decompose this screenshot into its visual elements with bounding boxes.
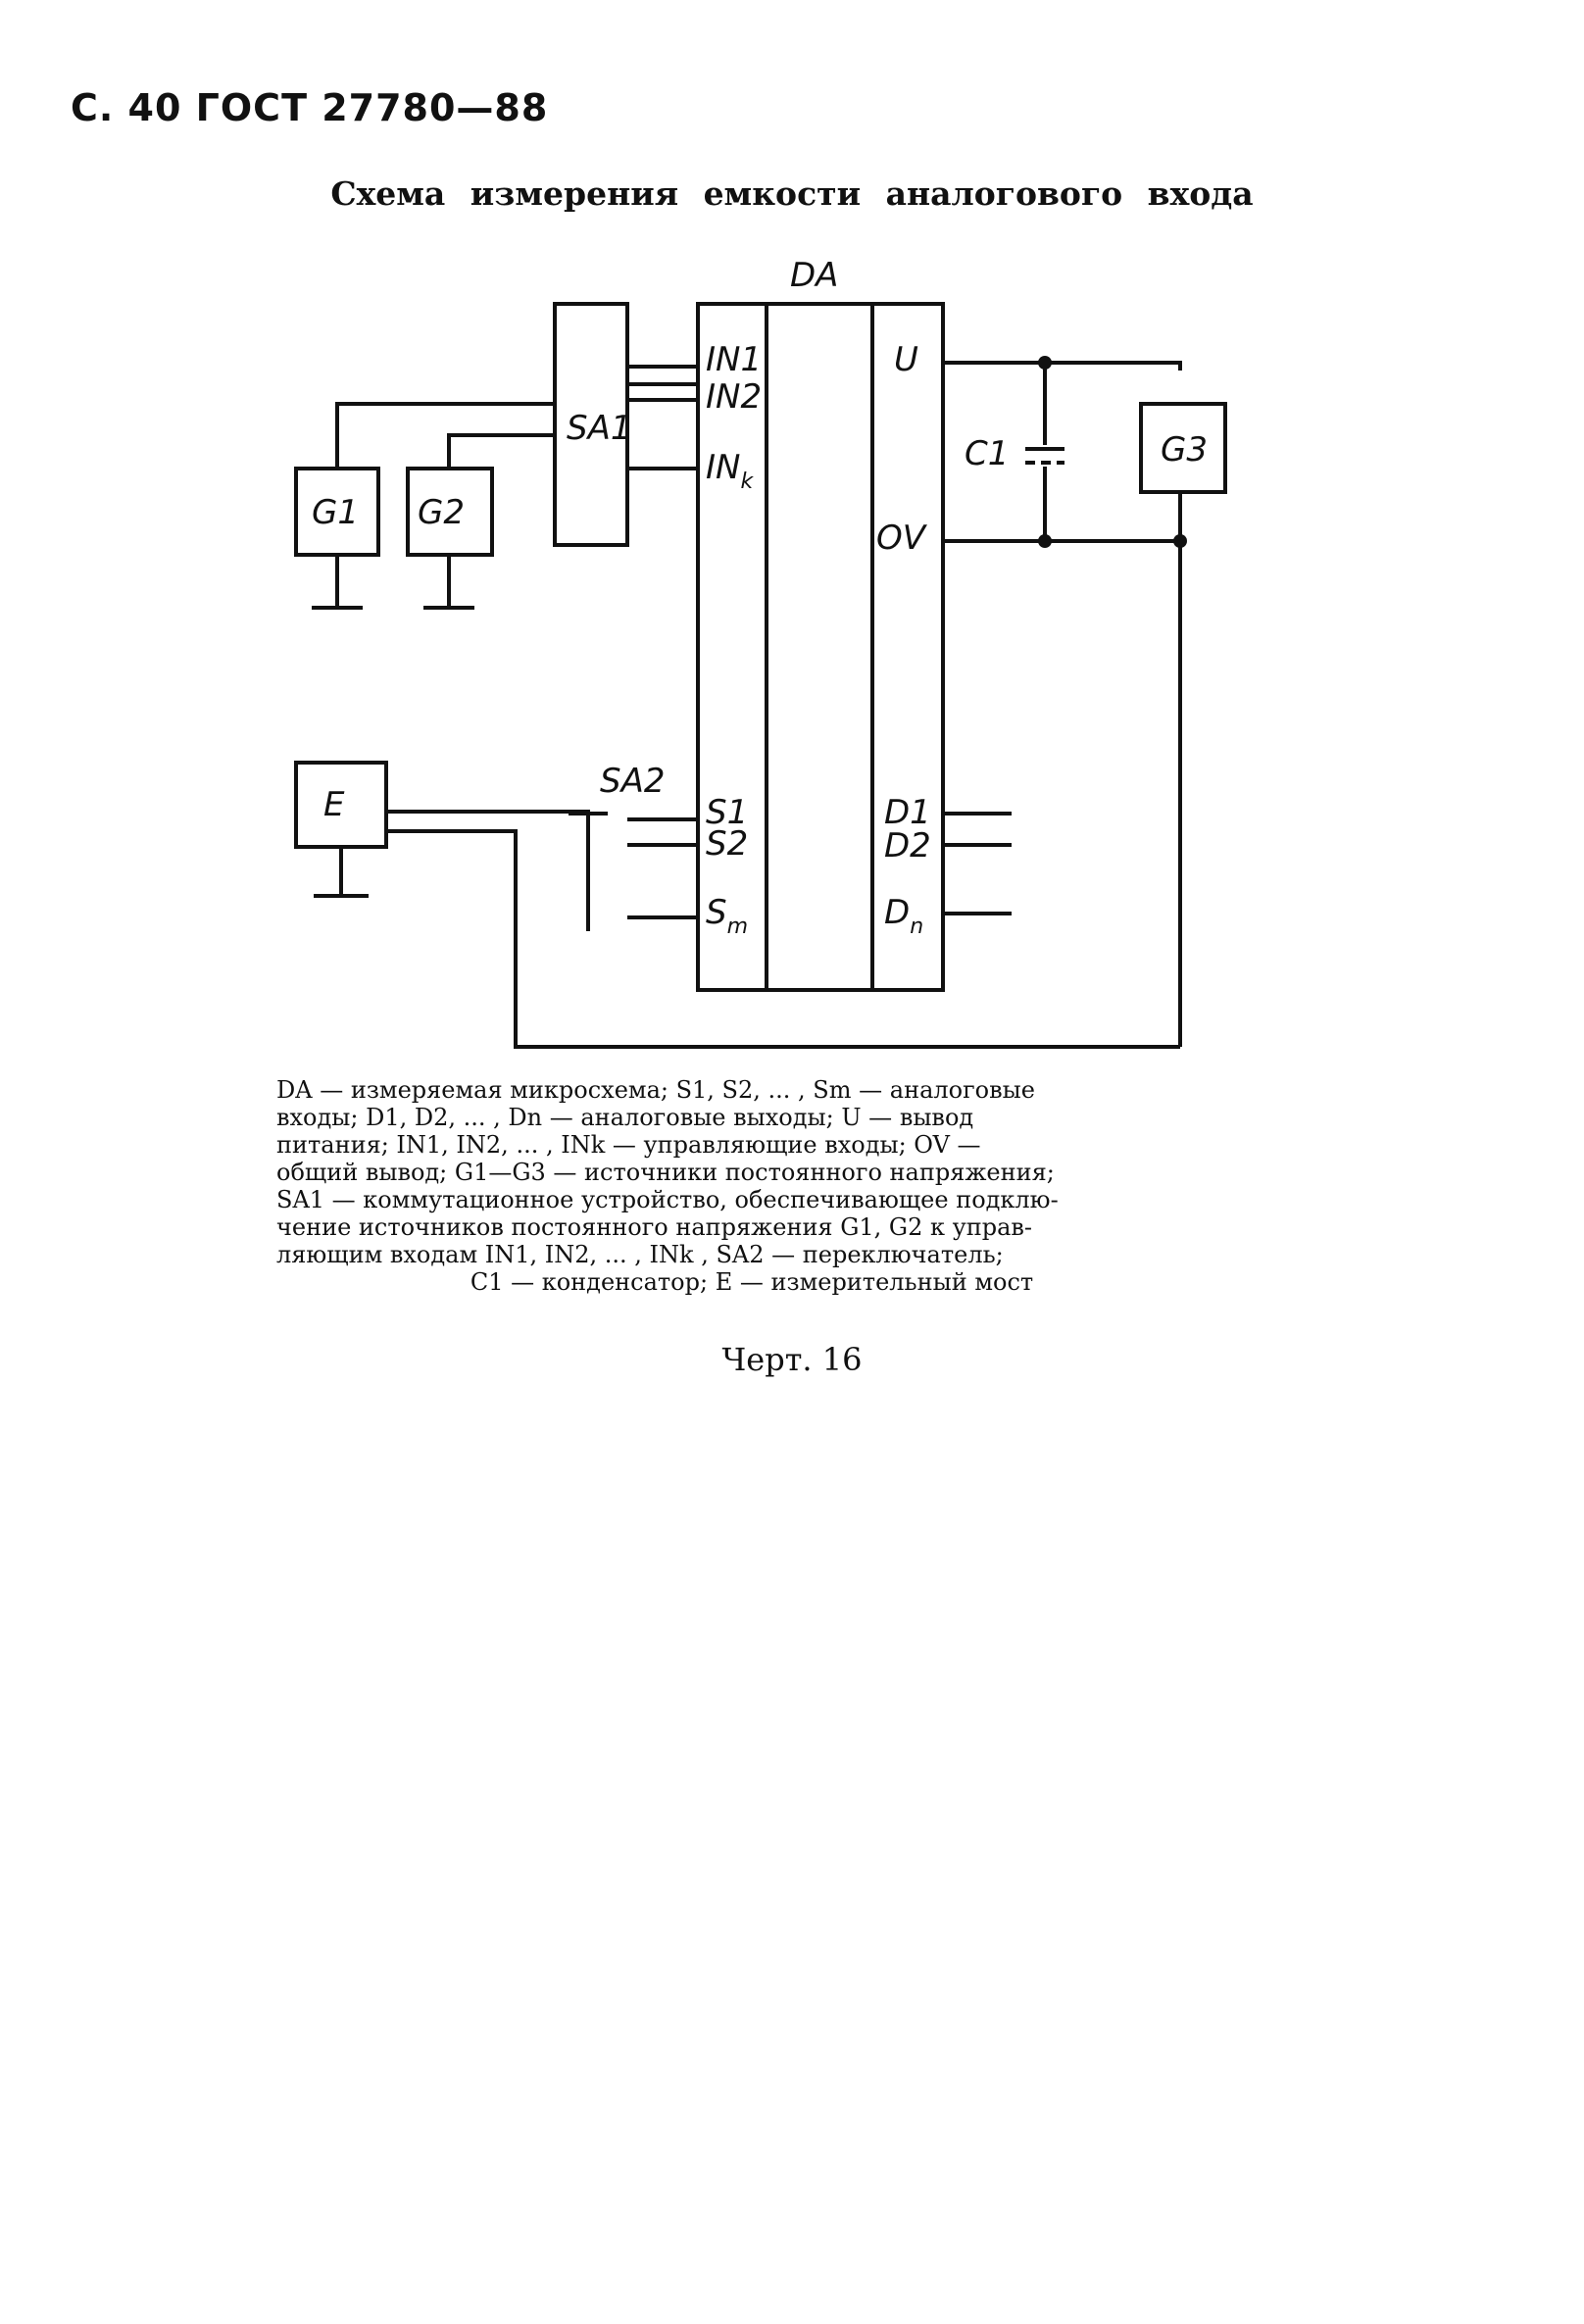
legend-line: чение источников постоянного напряжения … <box>276 1213 1033 1241</box>
label-ink: INk <box>706 448 754 494</box>
label-g2: G2 <box>418 493 465 532</box>
label-in1: IN1 <box>706 340 762 379</box>
label-d2: D2 <box>884 826 931 865</box>
label-g3: G3 <box>1161 430 1208 470</box>
label-da: DA <box>790 256 838 295</box>
label-u: U <box>894 340 918 379</box>
legend-line: входы; D1, D2, ... , Dn — аналоговые вых… <box>276 1104 974 1131</box>
label-sa2: SA2 <box>600 762 665 801</box>
label-sa1: SA1 <box>567 409 631 448</box>
label-c1: C1 <box>965 434 1009 473</box>
label-ov: OV <box>876 519 928 558</box>
legend-line: C1 — конденсатор; E — измерительный мост <box>470 1268 1034 1296</box>
label-s2: S2 <box>706 824 748 864</box>
label-e: E <box>323 785 345 824</box>
label-s1: S1 <box>706 793 748 832</box>
legend-line: SA1 — коммутационное устройство, обеспеч… <box>276 1186 1059 1213</box>
legend-line: DA — измеряемая микросхема; S1, S2, ... … <box>276 1076 1035 1104</box>
figure-caption: Черт. 16 <box>721 1341 863 1378</box>
da-chip <box>696 302 945 992</box>
page-header: С. 40 ГОСТ 27780—88 <box>71 86 549 129</box>
circuit-diagram: DA IN1 IN2 INk U OV SA1 G1 G2 G3 C1 E SA… <box>294 256 1227 1049</box>
legend-line: ляющим входам IN1, IN2, ... , INk , SA2 … <box>276 1241 1004 1268</box>
label-sm: Sm <box>706 893 748 939</box>
label-in2: IN2 <box>706 377 762 417</box>
figure-legend: DA — измеряемая микросхема; S1, S2, ... … <box>276 1076 1227 1296</box>
label-g1: G1 <box>312 493 359 532</box>
legend-line: питания; IN1, IN2, ... , INk — управляющ… <box>276 1131 981 1159</box>
figure-title: Схема измерения емкости аналогового вход… <box>330 174 1254 213</box>
legend-line: общий вывод; G1—G3 — источники постоянно… <box>276 1159 1055 1186</box>
sa1-block <box>553 302 629 547</box>
g3-block <box>1139 402 1227 494</box>
label-d1: D1 <box>884 793 931 832</box>
label-dn: Dn <box>884 893 923 939</box>
